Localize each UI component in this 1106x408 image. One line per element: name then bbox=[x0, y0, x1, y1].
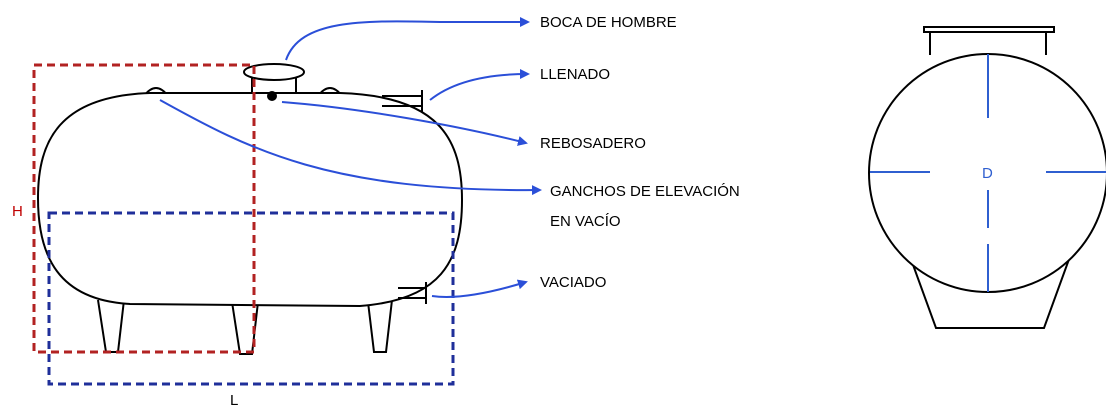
manhole-neck bbox=[251, 76, 297, 93]
overflow-port bbox=[267, 91, 277, 101]
length-label: L bbox=[230, 392, 238, 408]
end-view-top-plate bbox=[923, 26, 1055, 33]
end-view-manhole-neck bbox=[929, 32, 1047, 55]
lifting-hooks-label-line2: EN VACÍO bbox=[550, 213, 621, 230]
filling-nozzle bbox=[382, 90, 423, 112]
manhole-label: BOCA DE HOMBRE bbox=[540, 14, 677, 31]
filling-arrow bbox=[429, 69, 530, 101]
length-dimension-box bbox=[47, 211, 455, 386]
height-dimension-box bbox=[32, 63, 256, 354]
lifting-hooks-arrow bbox=[159, 99, 542, 196]
leg-left bbox=[97, 299, 125, 353]
lifting-hooks-label-line1: GANCHOS DE ELEVACIÓN bbox=[550, 183, 740, 200]
diameter-label: D bbox=[982, 165, 993, 182]
filling-label: LLENADO bbox=[540, 66, 610, 83]
draining-label: VACIADO bbox=[540, 274, 606, 291]
draining-nozzle bbox=[398, 282, 427, 304]
diameter-lines bbox=[870, 54, 1106, 292]
overflow-label: REBOSADERO bbox=[540, 135, 646, 152]
end-view-base bbox=[903, 239, 1077, 329]
overflow-arrow bbox=[281, 101, 528, 146]
tank-body bbox=[36, 92, 464, 308]
leg-right bbox=[367, 299, 393, 353]
draining-arrow bbox=[431, 279, 528, 298]
manhole-cover bbox=[243, 63, 305, 81]
side-view-tank bbox=[36, 63, 464, 355]
height-label: H bbox=[12, 203, 23, 220]
manhole-arrow bbox=[285, 17, 530, 61]
